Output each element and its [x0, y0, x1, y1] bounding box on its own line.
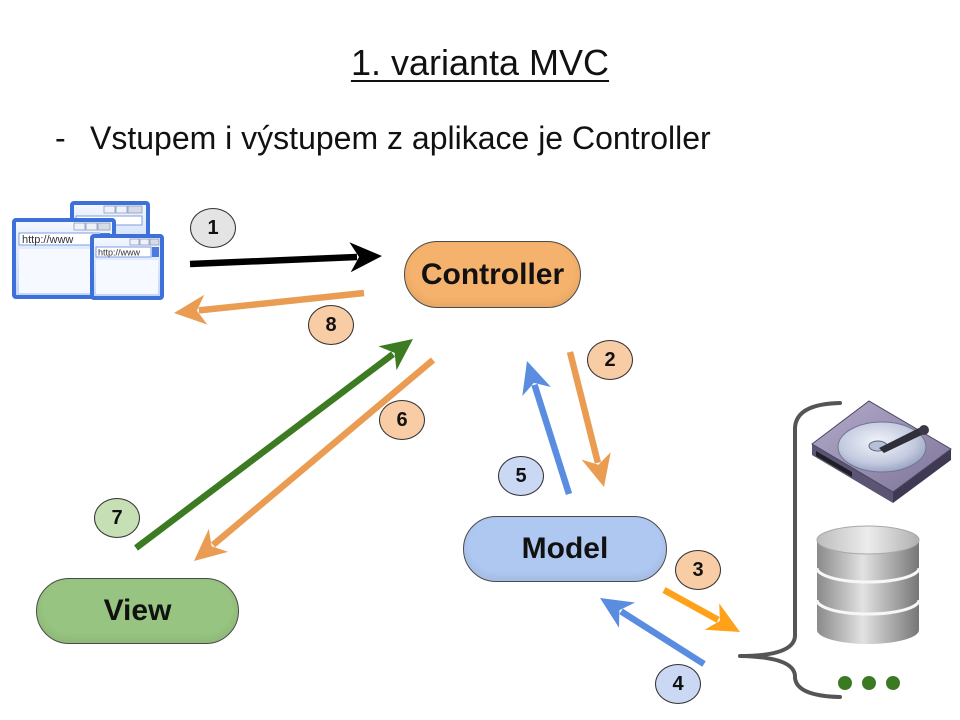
step-badge-2: 2 — [587, 340, 633, 380]
step-badge-7: 7 — [94, 498, 140, 538]
arrow-step-4 — [600, 598, 706, 667]
view-label: View — [103, 594, 172, 627]
arrow-step-2 — [566, 351, 611, 487]
step-badge-6: 6 — [379, 400, 425, 440]
arrow-step-5 — [522, 361, 573, 495]
browser-windows-icon: http://www http://www — [12, 201, 164, 300]
model-label: Model — [521, 532, 609, 565]
bullet-marker: - — [55, 120, 66, 156]
arrow-step-6 — [194, 357, 436, 561]
database-icon — [815, 525, 921, 644]
arrow-step-8 — [174, 289, 365, 325]
browser-window-middle: http://www — [90, 234, 164, 300]
slide-title: 1. varianta MVC — [0, 42, 960, 84]
browser-address-text: http://www — [22, 234, 73, 246]
arrow-step-3 — [662, 587, 740, 632]
browser-address-text: http://www — [98, 248, 141, 258]
arrow-step-7 — [134, 339, 413, 551]
model-node: Model — [463, 516, 667, 582]
slide-title-text: 1. varianta MVC — [350, 42, 610, 83]
storage-bracket — [738, 401, 842, 699]
step-badge-8: 8 — [308, 305, 354, 345]
hard-drive-icon — [811, 400, 952, 503]
more-dots-icon — [838, 676, 900, 690]
arrow-step-1 — [189, 242, 382, 273]
view-node: View — [36, 578, 239, 644]
controller-node: Controller — [404, 241, 581, 308]
step-badge-5: 5 — [498, 456, 544, 496]
step-badge-1: 1 — [190, 208, 236, 248]
controller-label: Controller — [420, 257, 565, 291]
bullet-text: Vstupem i výstupem z aplikace je Control… — [90, 120, 711, 156]
step-badge-4: 4 — [655, 664, 701, 704]
step-badge-3: 3 — [675, 550, 721, 590]
